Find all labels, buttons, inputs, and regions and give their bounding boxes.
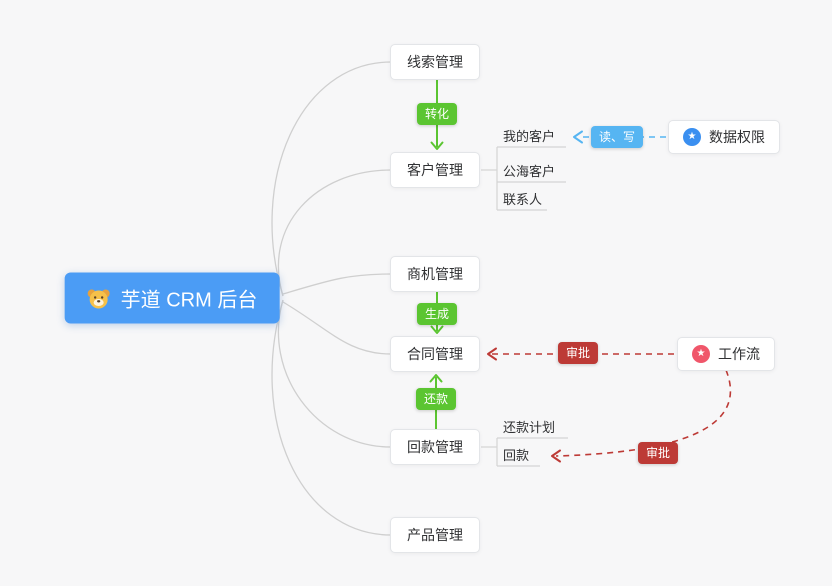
node-data-permission: ★ 数据权限 xyxy=(668,120,780,154)
node-workflow: ★ 工作流 xyxy=(677,337,775,371)
red-arrow-contract-icon xyxy=(487,347,497,361)
flow-generate-arrow-icon xyxy=(430,325,444,334)
blue-arrow-icon xyxy=(573,130,583,144)
node-lead-management: 线索管理 xyxy=(390,44,480,80)
root-node-crm-backend: 芋道 CRM 后台 xyxy=(64,272,280,324)
badge-read-write: 读、写 xyxy=(590,126,644,148)
node-product-management: 产品管理 xyxy=(390,517,480,553)
child-repayment-plan: 还款计划 xyxy=(503,420,556,435)
star-in-circle-icon: ★ xyxy=(692,345,710,363)
edge-root-to-contracts xyxy=(282,301,392,355)
root-node-label: 芋道 CRM 后台 xyxy=(120,289,258,312)
edge-root-to-customers xyxy=(277,169,392,297)
dog-icon xyxy=(87,287,111,309)
badge-approve-receivable: 审批 xyxy=(637,442,679,464)
node-contract-management: 合同管理 xyxy=(390,336,480,372)
badge-repay: 还款 xyxy=(415,388,457,410)
child-my-customers: 我的客户 xyxy=(503,129,556,144)
badge-convert: 转化 xyxy=(416,103,458,125)
child-public-sea-customers: 公海客户 xyxy=(503,164,556,179)
flow-convert-arrow-icon xyxy=(430,141,444,150)
child-contacts: 联系人 xyxy=(503,192,543,207)
edge-root-to-receivables xyxy=(277,299,392,448)
data-permission-label: 数据权限 xyxy=(709,129,765,145)
badge-approve-contract: 审批 xyxy=(557,342,599,364)
star-in-circle-icon: ★ xyxy=(683,128,701,146)
edge-root-to-leads xyxy=(271,61,392,297)
red-arrow-receivable-icon xyxy=(551,449,561,463)
node-receivable-management: 回款管理 xyxy=(390,429,480,465)
child-receivable: 回款 xyxy=(503,448,530,463)
flow-repay-arrow-icon xyxy=(429,374,443,383)
node-opportunity-management: 商机管理 xyxy=(390,256,480,292)
workflow-label: 工作流 xyxy=(718,346,760,362)
edge-root-to-products xyxy=(271,299,392,536)
node-customer-management: 客户管理 xyxy=(390,152,480,188)
badge-generate: 生成 xyxy=(416,303,458,325)
edge-root-to-opportunities xyxy=(282,273,392,295)
